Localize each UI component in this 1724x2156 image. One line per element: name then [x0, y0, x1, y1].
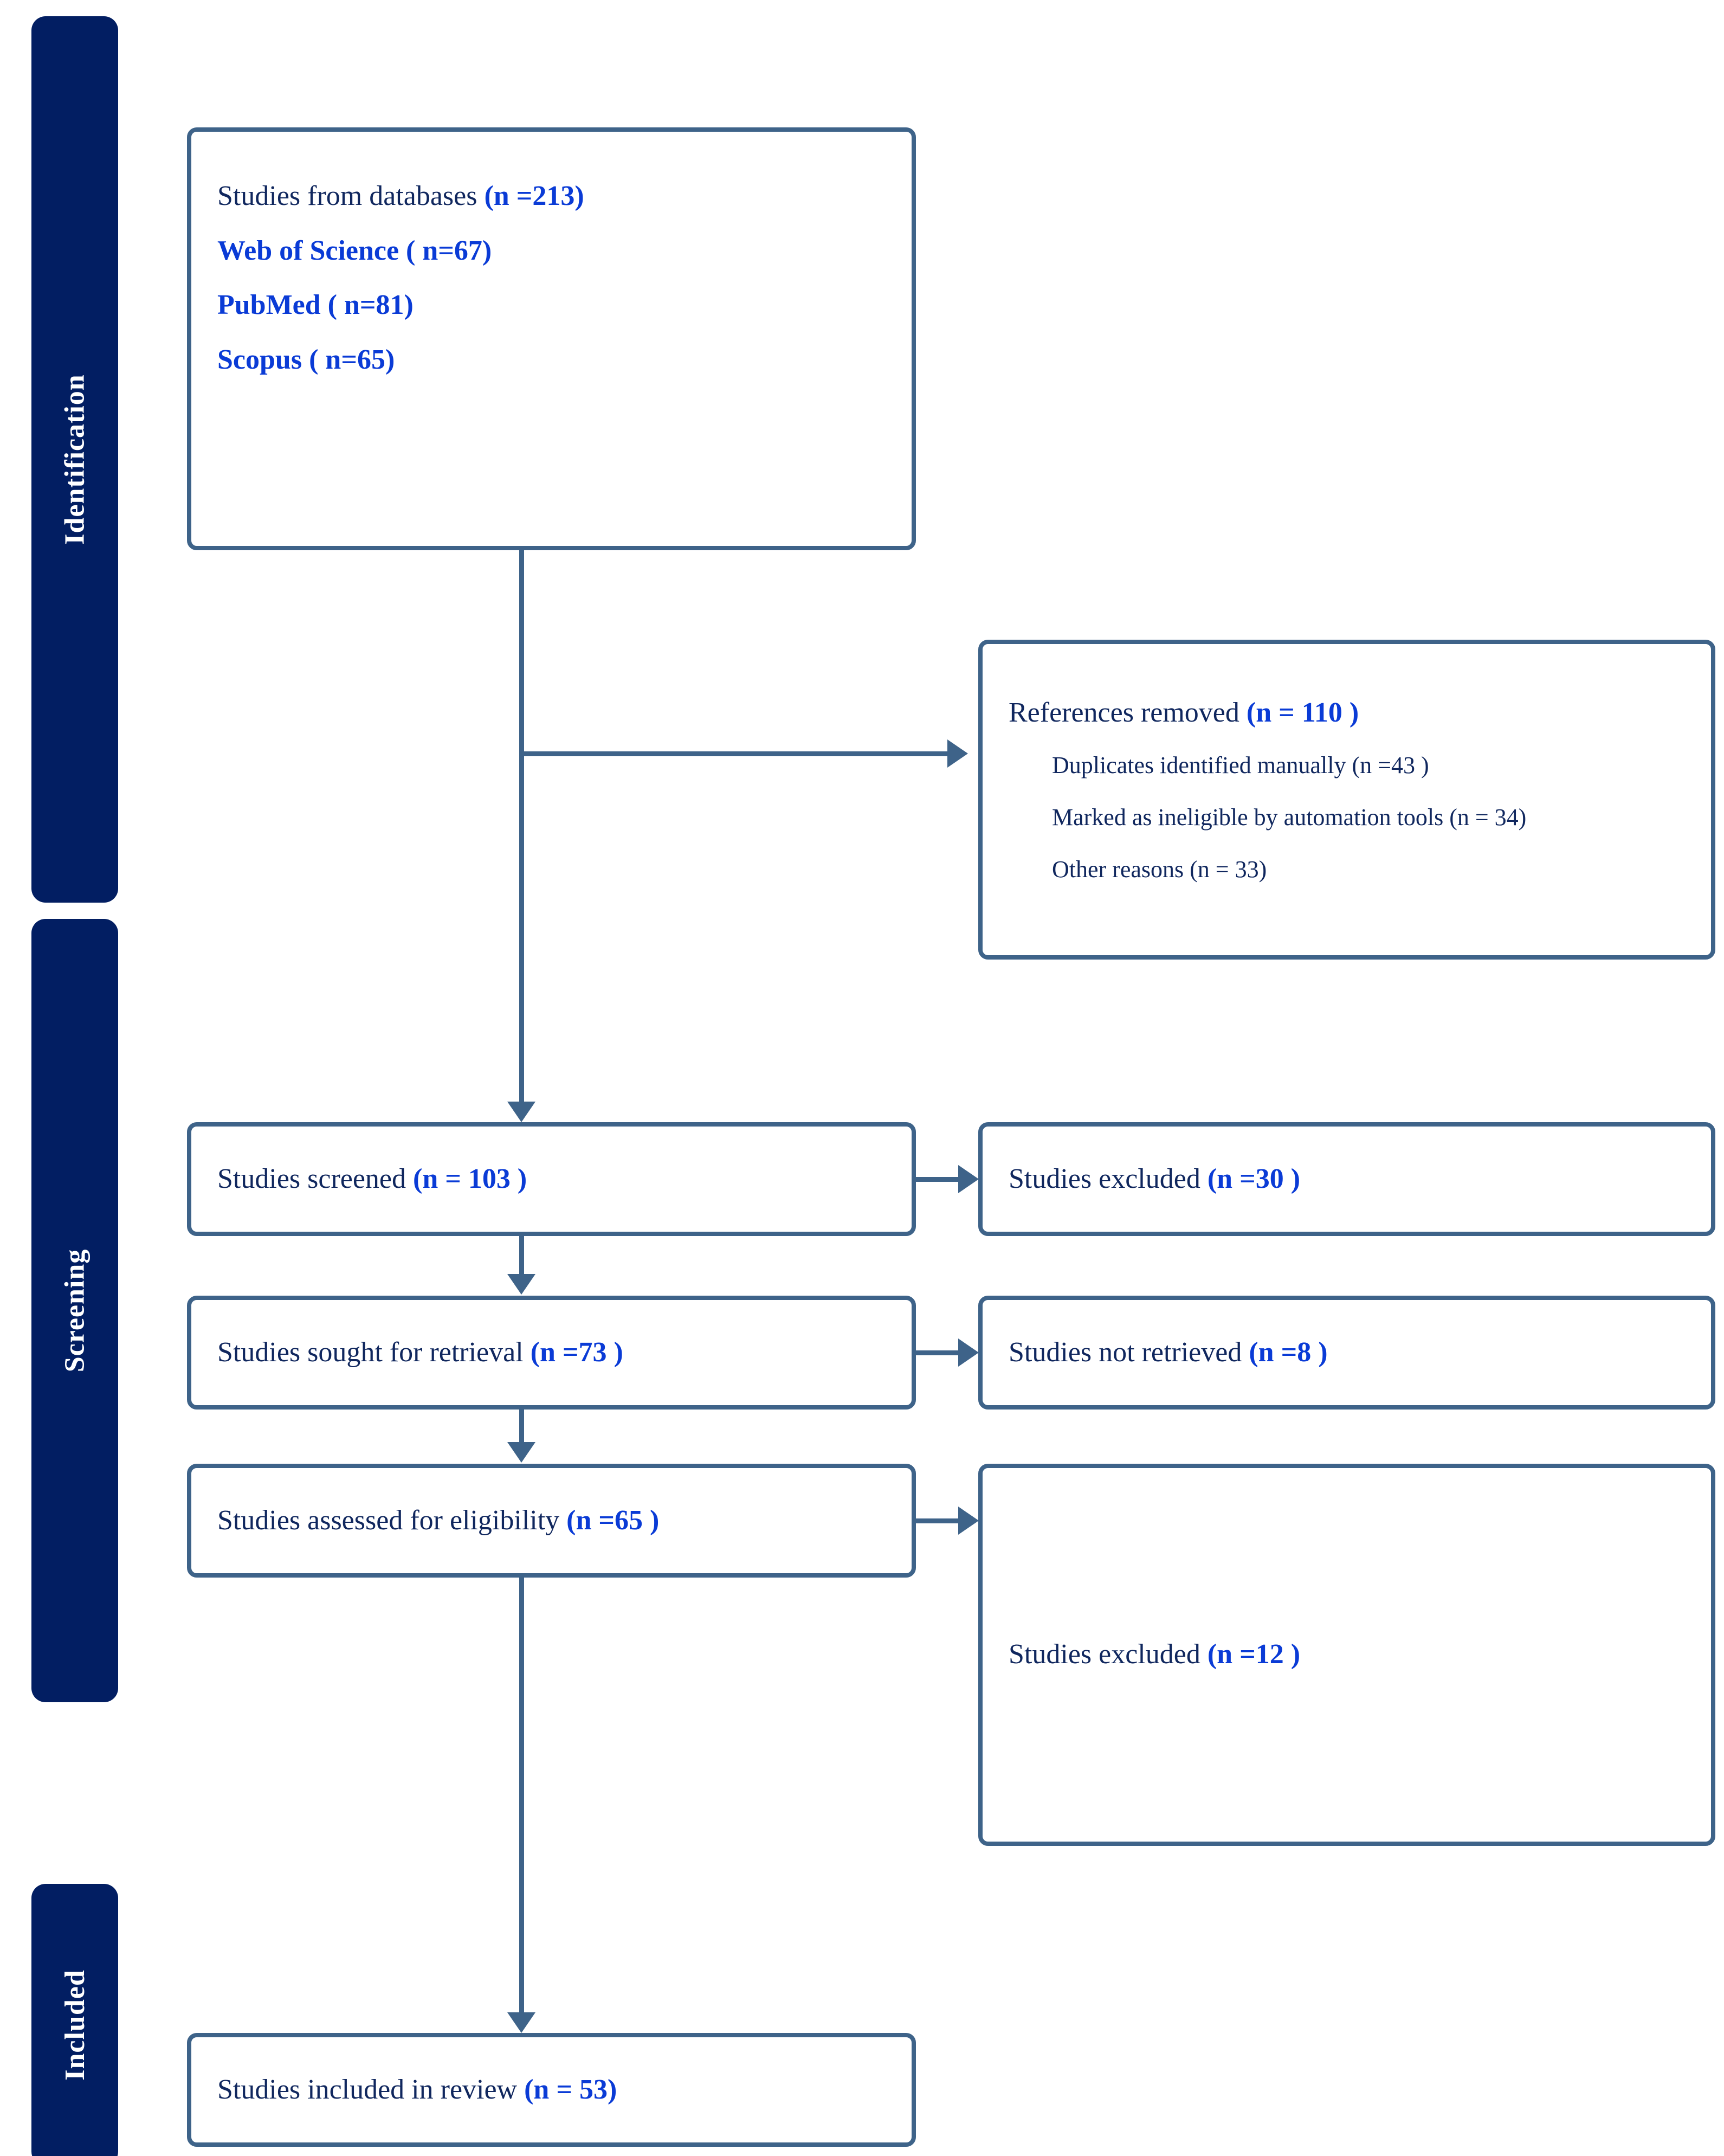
studies-excluded-screening-label: Studies excluded (n =30 ) [1009, 1164, 1696, 1194]
studies-excluded-screening-text: Studies excluded [1009, 1163, 1208, 1194]
studies-not-retrieved-label: Studies not retrieved (n =8 ) [1009, 1336, 1696, 1368]
box-studies-from-databases: Studies from databases (n =213) Web of S… [187, 127, 916, 550]
box-studies-included-in-review: Studies included in review (n = 53) [187, 2033, 916, 2147]
box-studies-screened: Studies screened (n = 103 ) [187, 1122, 916, 1236]
removal-reason-automation-tools: Marked as ineligible by automation tools… [1052, 803, 1527, 831]
connector-screened-to-sought [519, 1236, 524, 1275]
connector-assessed-to-excluded-eligibility [916, 1518, 958, 1523]
stage-bar-screening: Screening [31, 919, 118, 1702]
studies-excluded-eligibility-count: (n =12 ) [1207, 1639, 1301, 1670]
connector-sought-to-not-retrieved [916, 1350, 958, 1355]
databases-heading-count: (n =213) [484, 181, 584, 211]
removal-reason-other: Other reasons (n = 33) [1052, 855, 1267, 883]
box-studies-sought-for-retrieval: Studies sought for retrieval (n =73 ) [187, 1296, 916, 1410]
studies-sought-label: Studies sought for retrieval (n =73 ) [217, 1336, 896, 1368]
box-studies-excluded-eligibility: Studies excluded (n =12 ) [978, 1464, 1715, 1846]
studies-included-label: Studies included in review (n = 53) [217, 2075, 896, 2105]
arrowhead-assessed-to-included [507, 2012, 535, 2033]
studies-included-count: (n = 53) [524, 2074, 617, 2105]
references-removed-heading-text: References removed [1009, 697, 1247, 728]
arrowhead-trunk-to-references-removed [947, 739, 968, 768]
box-references-removed: References removed (n = 110 ) Duplicates… [978, 640, 1715, 960]
arrowhead-databases-to-screened [507, 1102, 535, 1122]
database-source-pubmed: PubMed ( n=81) [217, 289, 414, 321]
studies-assessed-label: Studies assessed for eligibility (n =65 … [217, 1504, 896, 1536]
database-source-scopus: Scopus ( n=65) [217, 344, 395, 375]
arrowhead-assessed-to-excluded-eligibility [958, 1507, 979, 1535]
stage-bar-identification: Identification [31, 16, 118, 903]
studies-assessed-count: (n =65 ) [566, 1504, 660, 1536]
databases-heading: Studies from databases (n =213) [217, 181, 896, 211]
stage-label-identification: Identification [59, 374, 91, 545]
references-removed-heading: References removed (n = 110 ) [1009, 698, 1696, 728]
stage-label-included: Included [59, 1969, 91, 2081]
connector-databases-to-screened [519, 550, 524, 1103]
studies-not-retrieved-count: (n =8 ) [1249, 1336, 1328, 1368]
studies-excluded-eligibility-label: Studies excluded (n =12 ) [1009, 1639, 1696, 1670]
connector-trunk-to-references-removed [519, 751, 947, 756]
database-source-web-of-science: Web of Science ( n=67) [217, 235, 492, 266]
studies-excluded-eligibility-text: Studies excluded [1009, 1639, 1208, 1670]
studies-excluded-screening-count: (n =30 ) [1207, 1163, 1301, 1194]
connector-assessed-to-included [519, 1578, 524, 2014]
studies-screened-text: Studies screened [217, 1163, 414, 1194]
arrowhead-screened-to-excluded [958, 1165, 979, 1193]
arrowhead-sought-to-not-retrieved [958, 1338, 979, 1367]
studies-sought-count: (n =73 ) [530, 1336, 623, 1368]
arrowhead-sought-to-assessed [507, 1442, 535, 1463]
stage-bar-included: Included [31, 1884, 118, 2156]
box-studies-assessed-for-eligibility: Studies assessed for eligibility (n =65 … [187, 1464, 916, 1578]
studies-not-retrieved-text: Studies not retrieved [1009, 1336, 1249, 1368]
removal-reason-duplicates: Duplicates identified manually (n =43 ) [1052, 751, 1429, 778]
references-removed-heading-count: (n = 110 ) [1246, 697, 1359, 728]
studies-sought-text: Studies sought for retrieval [217, 1336, 531, 1368]
studies-included-text: Studies included in review [217, 2074, 525, 2105]
box-studies-excluded-screening: Studies excluded (n =30 ) [978, 1122, 1715, 1236]
arrowhead-screened-to-sought [507, 1274, 535, 1295]
connector-sought-to-assessed [519, 1410, 524, 1443]
stage-label-screening: Screening [59, 1248, 91, 1373]
connector-screened-to-excluded [916, 1177, 958, 1182]
studies-screened-count: (n = 103 ) [413, 1163, 527, 1194]
box-studies-not-retrieved: Studies not retrieved (n =8 ) [978, 1296, 1715, 1410]
studies-screened-label: Studies screened (n = 103 ) [217, 1164, 896, 1194]
studies-assessed-text: Studies assessed for eligibility [217, 1504, 567, 1536]
databases-heading-text: Studies from databases [217, 181, 485, 211]
